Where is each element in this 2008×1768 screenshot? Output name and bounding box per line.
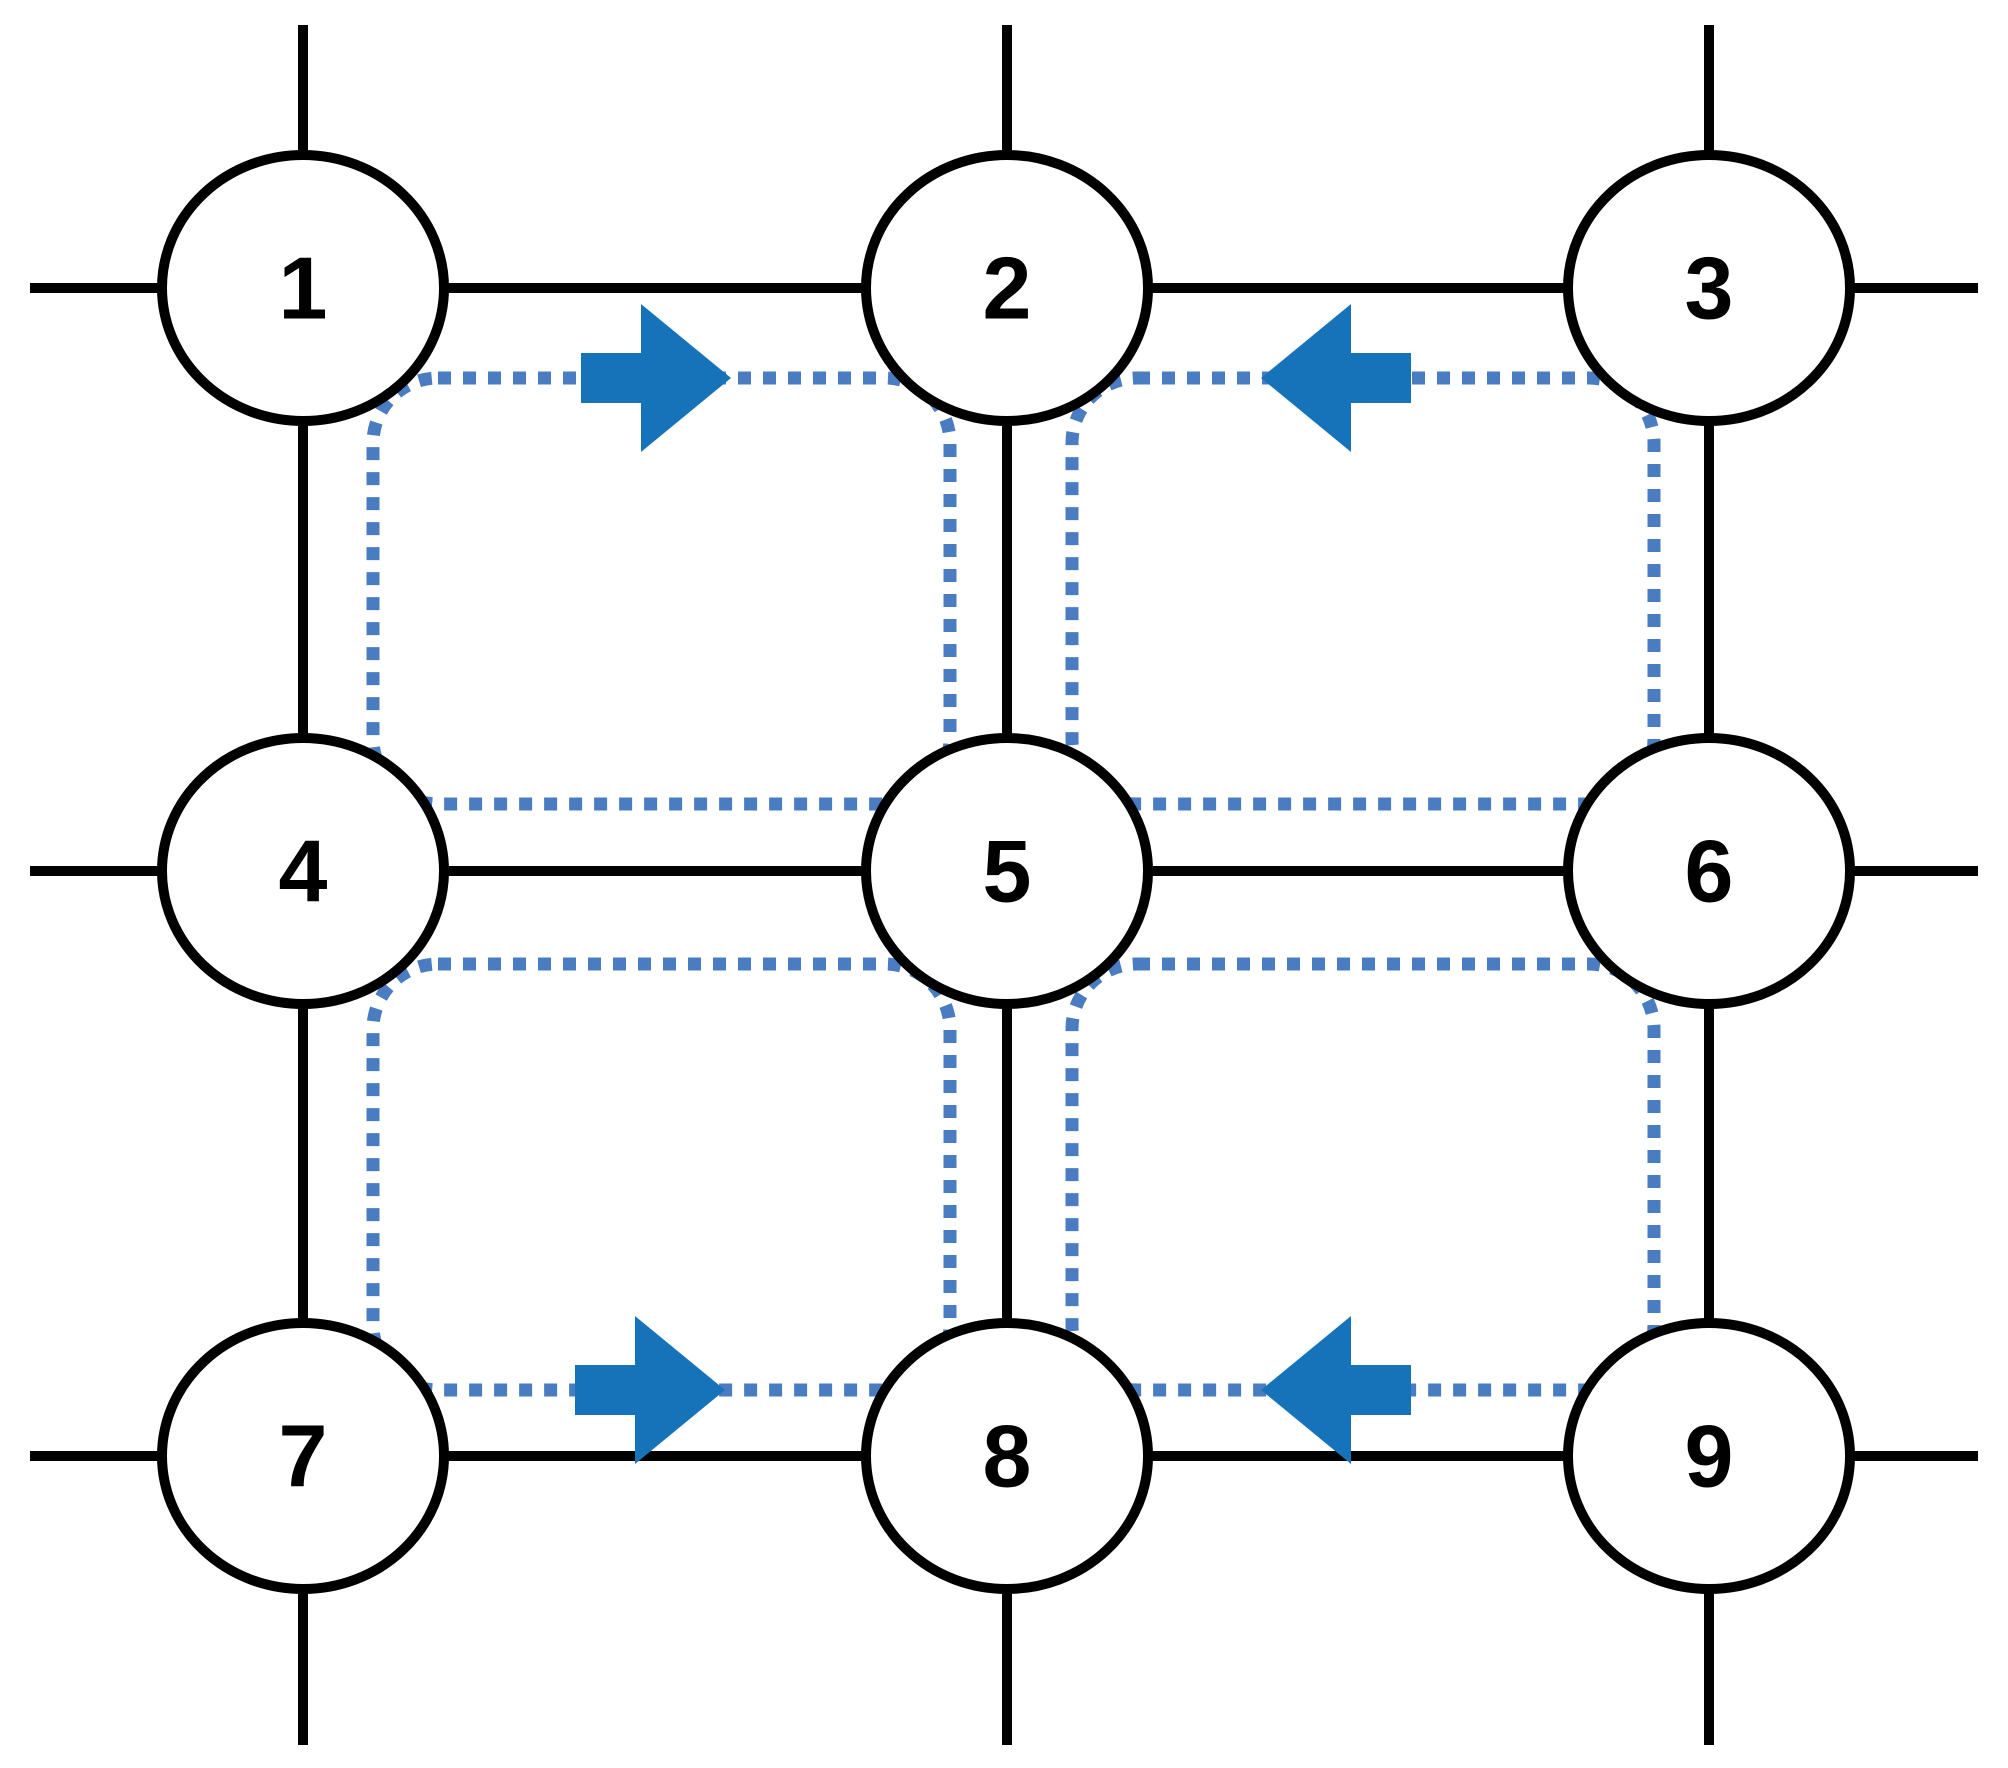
- node-4: 4: [157, 733, 449, 1009]
- node-circle-9: [1563, 1318, 1855, 1594]
- node-6: 6: [1563, 733, 1855, 1009]
- node-circle-7: [157, 1318, 449, 1594]
- flow-arrows: [575, 304, 1411, 1464]
- node-9: 9: [1563, 1318, 1855, 1594]
- node-1: 1: [157, 150, 449, 426]
- arrow-right-icon: [575, 1316, 725, 1464]
- node-8: 8: [861, 1318, 1153, 1594]
- node-circle-6: [1563, 733, 1855, 1009]
- node-label-9: 9: [1685, 1407, 1734, 1506]
- node-label-5: 5: [983, 822, 1032, 921]
- node-3: 3: [1563, 150, 1855, 426]
- node-label-8: 8: [983, 1407, 1032, 1506]
- arrow-right-icon: [581, 304, 731, 452]
- arrow-left-icon: [1261, 1316, 1411, 1464]
- node-5: 5: [861, 733, 1153, 1009]
- node-label-7: 7: [279, 1407, 328, 1506]
- node-label-4: 4: [279, 822, 328, 921]
- node-circle-2: [861, 150, 1153, 426]
- arrow-left-icon: [1261, 304, 1411, 452]
- nodes: 1 2 3 4 5 6 7 8 9: [157, 150, 1855, 1594]
- node-circle-1: [157, 150, 449, 426]
- node-label-1: 1: [279, 239, 328, 338]
- node-2: 2: [861, 150, 1153, 426]
- node-circle-3: [1563, 150, 1855, 426]
- node-7: 7: [157, 1318, 449, 1594]
- node-label-3: 3: [1685, 239, 1734, 338]
- node-circle-4: [157, 733, 449, 1009]
- node-circle-8: [861, 1318, 1153, 1594]
- node-label-6: 6: [1685, 822, 1734, 921]
- node-circle-5: [861, 733, 1153, 1009]
- node-label-2: 2: [983, 239, 1032, 338]
